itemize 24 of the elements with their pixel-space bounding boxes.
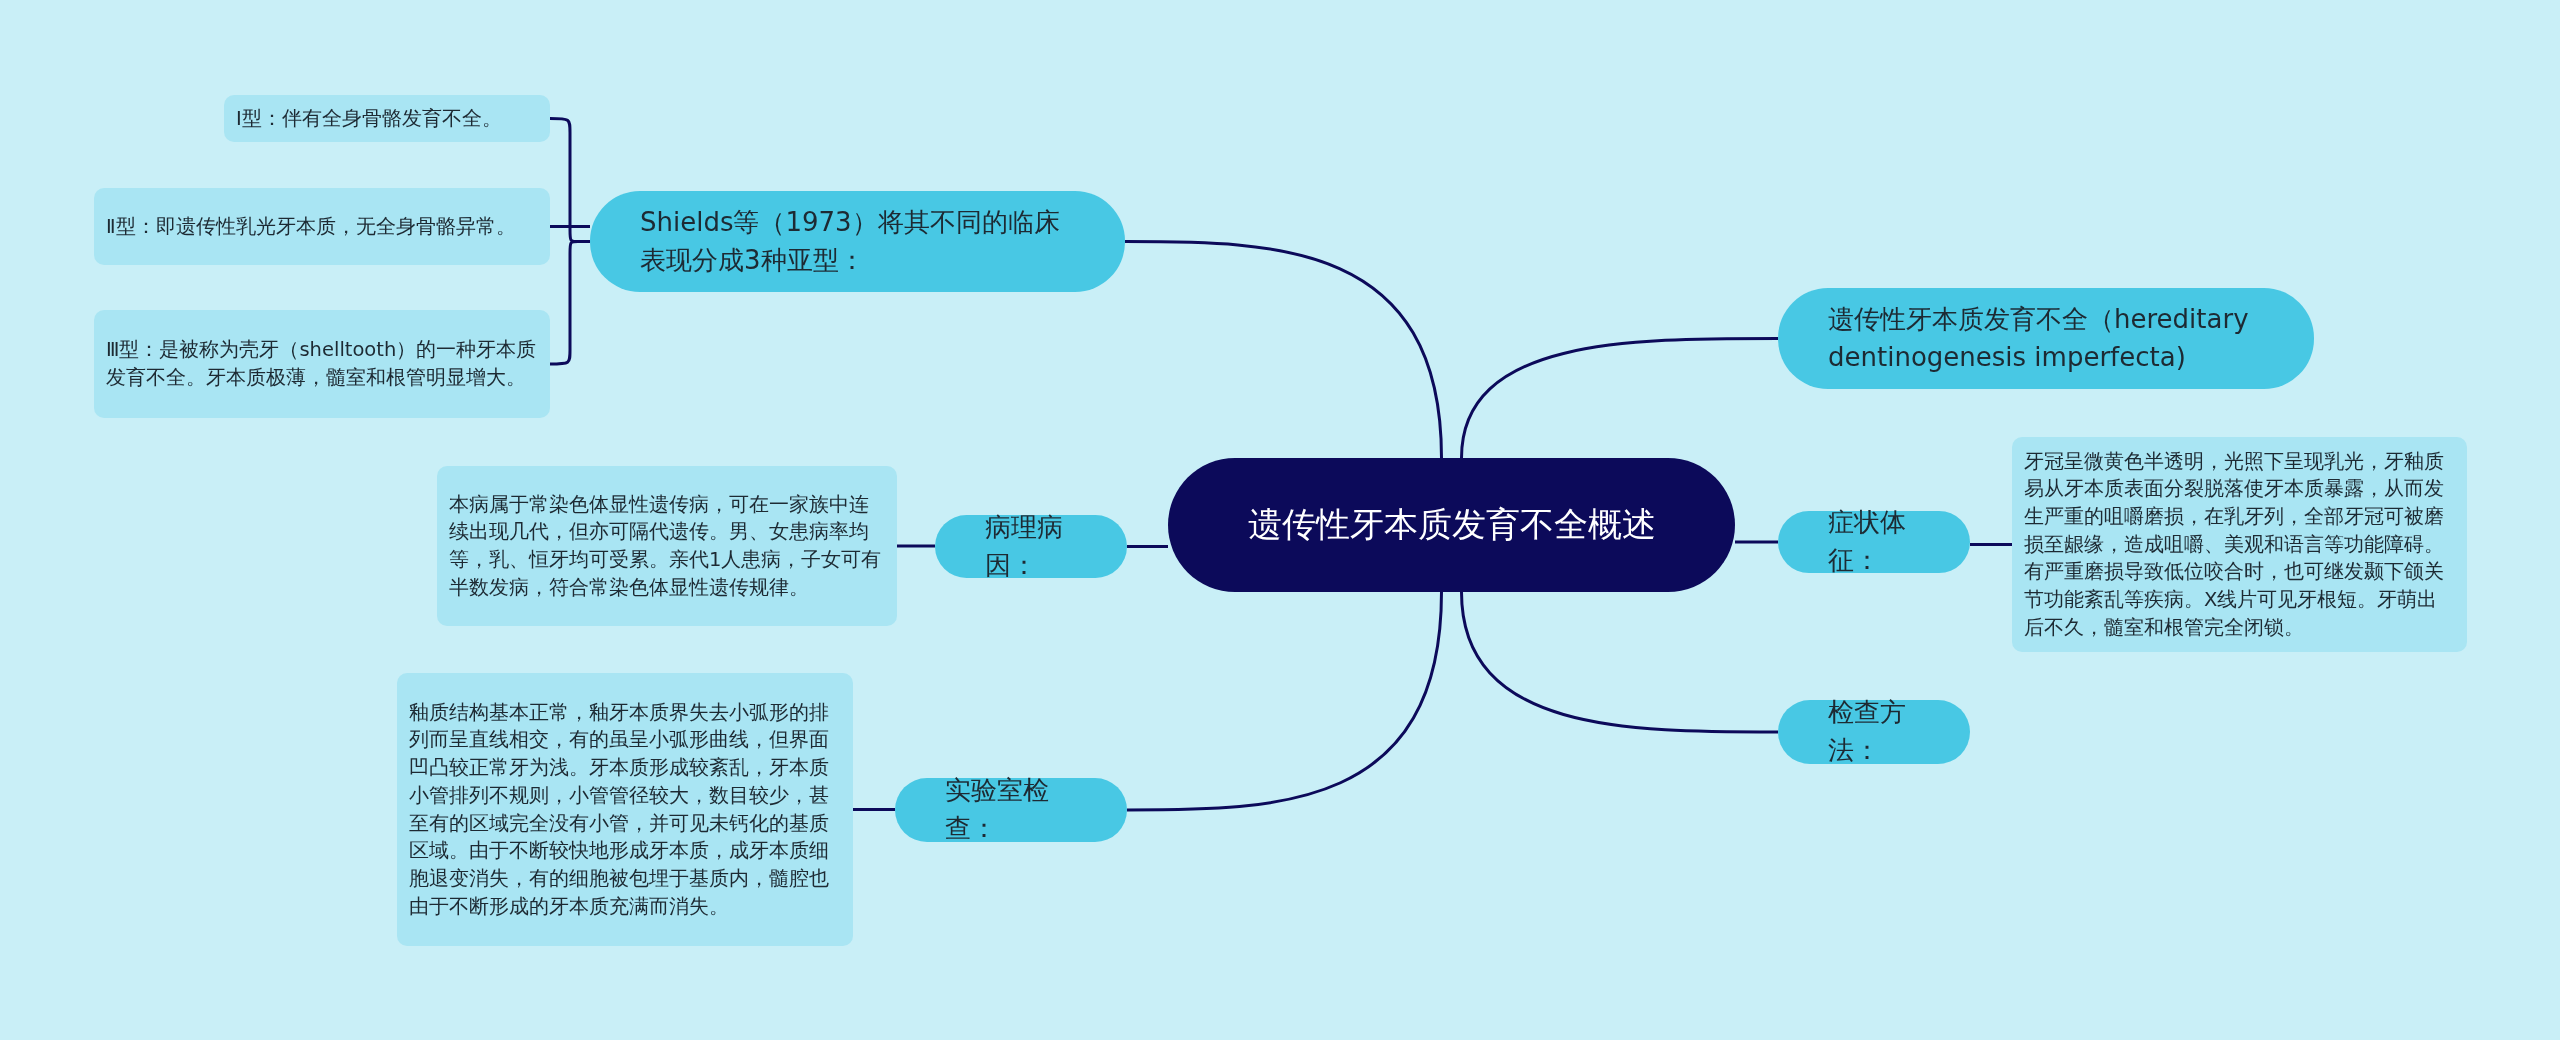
note-box: Ⅰ型：伴有全身骨骼发育不全。: [224, 95, 550, 142]
note-box: Ⅱ型：即遗传性乳光牙本质，无全身骨骼异常。: [94, 188, 550, 265]
connector-line: [550, 225, 590, 228]
branch-box: Shields等（1973）将其不同的临床表现分成3种亚型：: [590, 191, 1125, 292]
branch-box: 实验室检查：: [895, 778, 1127, 842]
branch-box: 遗传性牙本质发育不全（hereditary dentinogenesis imperfecta): [1778, 288, 2314, 389]
branch-box: 检查方法：: [1778, 700, 1970, 764]
connector-line: [853, 808, 895, 811]
connector-line: [1127, 545, 1168, 548]
connector-line: [550, 240, 590, 366]
note-box: 牙冠呈微黄色半透明，光照下呈现乳光，牙釉质易从牙本质表面分裂脱落使牙本质暴露，从而发生严重的咀嚼磨损，在乳牙列，全部牙冠可被磨损至龈缘，造成咀嚼、美观和语言等功能障碍。有严重磨损导致低位咬合时，也可继发颞下颌关节功能紊乱等疾病。X线片可见牙根短。牙萌出后不久，髓室和根管完全闭锁。: [2012, 437, 2467, 652]
topic-box: 遗传性牙本质发育不全概述: [1168, 458, 1735, 592]
note-box: 本病属于常染色体显性遗传病，可在一家族中连续出现几代，但亦可隔代遗传。男、女患病率均等，乳、恒牙均可受累。亲代1人患病，子女可有半数发病，符合常染色体显性遗传规律。: [437, 466, 897, 626]
connector-line: [1460, 337, 1778, 459]
note-box: Ⅲ型：是被称为壳牙（shelltooth）的一种牙本质发育不全。牙本质极薄，髓室和根管明显增大。: [94, 310, 550, 418]
branch-box: 症状体征：: [1778, 511, 1970, 573]
connector-line: [1970, 543, 2012, 546]
connector-line: [1735, 540, 1778, 544]
connector-line: [1460, 591, 1778, 734]
note-box: 釉质结构基本正常，釉牙本质界失去小弧形的排列而呈直线相交，有的虽呈小弧形曲线，但界面凹凸较正常牙为浅。牙本质形成较紊乱，牙本质小管排列不规则，小管管径较大，数目较少，甚至有的区域完全没有小管，并可见未钙化的基质区域。由于不断较快地形成牙本质，成牙本质细胞退变消失，有的细胞被包埋于基质内，髓腔也由于不断形成的牙本质充满而消失。: [397, 673, 853, 946]
connector-line: [897, 544, 935, 548]
branch-box: 病理病因：: [935, 515, 1127, 578]
connector-line: [1127, 591, 1443, 812]
connector-line: [1125, 240, 1443, 459]
